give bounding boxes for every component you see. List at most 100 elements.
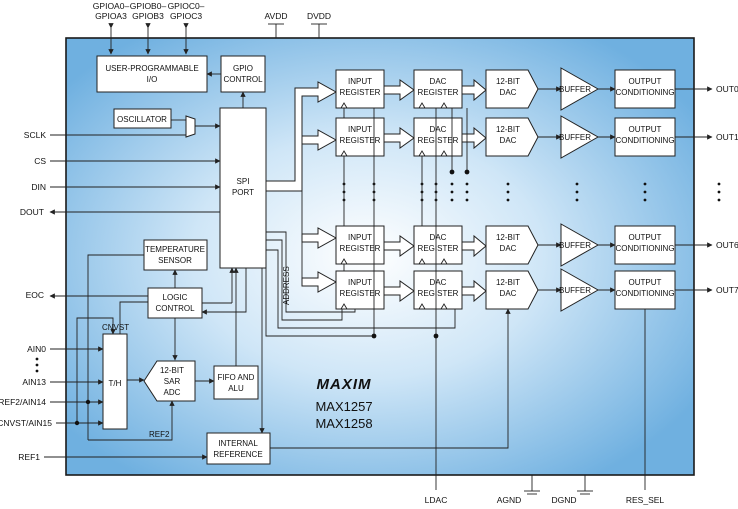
buffer-1 xyxy=(560,115,600,159)
gpio-pins: GPIOA0– GPIOA3 GPIOB0– GPIOB3 GPIOC0– GP… xyxy=(93,1,205,55)
maxim-logo: MAXIM xyxy=(317,376,372,393)
dac-12bit-0 xyxy=(485,69,539,109)
th-label: T/H xyxy=(109,379,122,388)
buffer-6 xyxy=(560,223,600,267)
out7-pin: OUT7 xyxy=(716,285,738,295)
ref1-pin: REF1 xyxy=(18,452,40,462)
output-conditioning-0-label-1: OUTPUT xyxy=(629,77,662,86)
dgnd-pin: DGND xyxy=(551,495,576,505)
temperature-sensor-block xyxy=(143,239,208,271)
oscillator-block xyxy=(113,108,172,129)
left-pin-wires xyxy=(35,134,221,460)
ldac-pin: LDAC xyxy=(425,495,448,505)
out0-pin: OUT0 xyxy=(716,84,738,94)
output-conditioning-6 xyxy=(614,225,676,265)
dac-register-6-label-2: REGISTER xyxy=(418,244,459,253)
gpio-control-label-1: GPIO xyxy=(233,64,253,73)
out6-pin: OUT6 xyxy=(716,240,738,250)
input-register-0-label-1: INPUT xyxy=(348,77,372,86)
buffer-0-label: BUFFER xyxy=(559,85,591,94)
ain13-pin: AIN13 xyxy=(22,377,46,387)
buffer-7-label: BUFFER xyxy=(559,286,591,295)
control-buses xyxy=(265,108,646,490)
control-wires xyxy=(76,254,247,440)
dac-12bit-0-label-1: 12-BIT xyxy=(496,77,520,86)
sclk-pin: SCLK xyxy=(24,130,47,140)
input-register-7 xyxy=(335,270,385,310)
dac-12bit-1-label-2: DAC xyxy=(500,136,517,145)
dac-register-7-label-1: DAC xyxy=(430,278,447,287)
buffer-6-label: BUFFER xyxy=(559,241,591,250)
gpiob-label-2: GPIOB3 xyxy=(132,11,164,21)
input-register-6 xyxy=(335,225,385,265)
res-sel-pin: RES_SEL xyxy=(626,495,665,505)
spi-label-1: SPI xyxy=(237,177,250,186)
dac-register-0-label-1: DAC xyxy=(430,77,447,86)
input-register-6-label-2: REGISTER xyxy=(340,244,381,253)
part-number-1: MAX1257 xyxy=(315,399,372,414)
input-register-1-label-2: REGISTER xyxy=(340,136,381,145)
output-conditioning-7 xyxy=(614,270,676,310)
dac-12bit-6-label-2: DAC xyxy=(500,244,517,253)
buffer-1-label: BUFFER xyxy=(559,133,591,142)
temp-label-2: SENSOR xyxy=(158,256,192,265)
input-register-0 xyxy=(335,69,385,109)
input-register-6-label-1: INPUT xyxy=(348,233,372,242)
output-conditioning-1 xyxy=(614,117,676,157)
din-pin: DIN xyxy=(31,182,46,192)
channel-out6: INPUT REGISTER DAC REGISTER 12-BIT DAC B… xyxy=(335,223,713,267)
oscillator-label: OSCILLATOR xyxy=(117,115,167,124)
channel-out1: INPUT REGISTER DAC REGISTER 12-BIT DAC B… xyxy=(335,115,713,159)
output-conditioning-6-label-2: CONDITIONING xyxy=(615,244,674,253)
fifo-alu-block xyxy=(213,365,259,400)
logic-label-1: LOGIC xyxy=(163,293,188,302)
spi-port-block xyxy=(219,107,267,269)
output-conditioning-1-label-2: CONDITIONING xyxy=(615,136,674,145)
channel-out0: INPUT REGISTER DAC REGISTER 12-BIT DAC B… xyxy=(335,67,713,111)
dac-register-0-label-2: REGISTER xyxy=(418,88,459,97)
eoc-pin: EOC xyxy=(26,290,44,300)
cs-pin: CS xyxy=(34,156,46,166)
output-conditioning-0 xyxy=(614,69,676,109)
fifo-label-2: ALU xyxy=(228,384,244,393)
dac-register-1-label-2: REGISTER xyxy=(418,136,459,145)
dac-12bit-1 xyxy=(485,117,539,157)
output-conditioning-7-label-1: OUTPUT xyxy=(629,278,662,287)
dac-register-6-label-1: DAC xyxy=(430,233,447,242)
avdd-label: AVDD xyxy=(265,11,288,21)
dac-register-7-label-2: REGISTER xyxy=(418,289,459,298)
dout-pin: DOUT xyxy=(20,207,44,217)
dvdd-label: DVDD xyxy=(307,11,331,21)
dac-register-6 xyxy=(413,225,463,265)
adc-label-3: ADC xyxy=(164,388,181,397)
temp-label-1: TEMPERATURE xyxy=(145,245,205,254)
address-label: ADDRESS xyxy=(282,266,291,305)
adc-label-1: 12-BIT xyxy=(160,366,184,375)
dac-12bit-7-label-1: 12-BIT xyxy=(496,278,520,287)
user-io-label-1: USER-PROGRAMMABLE xyxy=(105,64,198,73)
gpio-control-label-2: CONTROL xyxy=(223,75,263,84)
spi-label-2: PORT xyxy=(232,188,254,197)
input-register-7-label-2: REGISTER xyxy=(340,289,381,298)
gpioa-label-1: GPIOA0– xyxy=(93,1,130,11)
input-register-1 xyxy=(335,117,385,157)
output-conditioning-7-label-2: CONDITIONING xyxy=(615,289,674,298)
gpio-control-block xyxy=(220,55,266,93)
gpioc-label-1: GPIOC0– xyxy=(168,1,205,11)
gpioa-label-2: GPIOA3 xyxy=(95,11,127,21)
input-register-0-label-2: REGISTER xyxy=(340,88,381,97)
output-conditioning-1-label-1: OUTPUT xyxy=(629,125,662,134)
cnvst-ain15-pin: CNVST/AIN15 xyxy=(0,418,52,428)
output-conditioning-6-label-1: OUTPUT xyxy=(629,233,662,242)
dac-12bit-0-label-2: DAC xyxy=(500,88,517,97)
dac-12bit-6 xyxy=(485,225,539,265)
logic-label-2: CONTROL xyxy=(155,304,195,313)
intref-label-2: REFERENCE xyxy=(213,450,262,459)
ain0-pin: AIN0 xyxy=(27,344,46,354)
dac-register-1 xyxy=(413,117,463,157)
dac-12bit-1-label-1: 12-BIT xyxy=(496,125,520,134)
dac-register-7 xyxy=(413,270,463,310)
out1-pin: OUT1 xyxy=(716,132,738,142)
gpiob-label-1: GPIOB0– xyxy=(130,1,167,11)
